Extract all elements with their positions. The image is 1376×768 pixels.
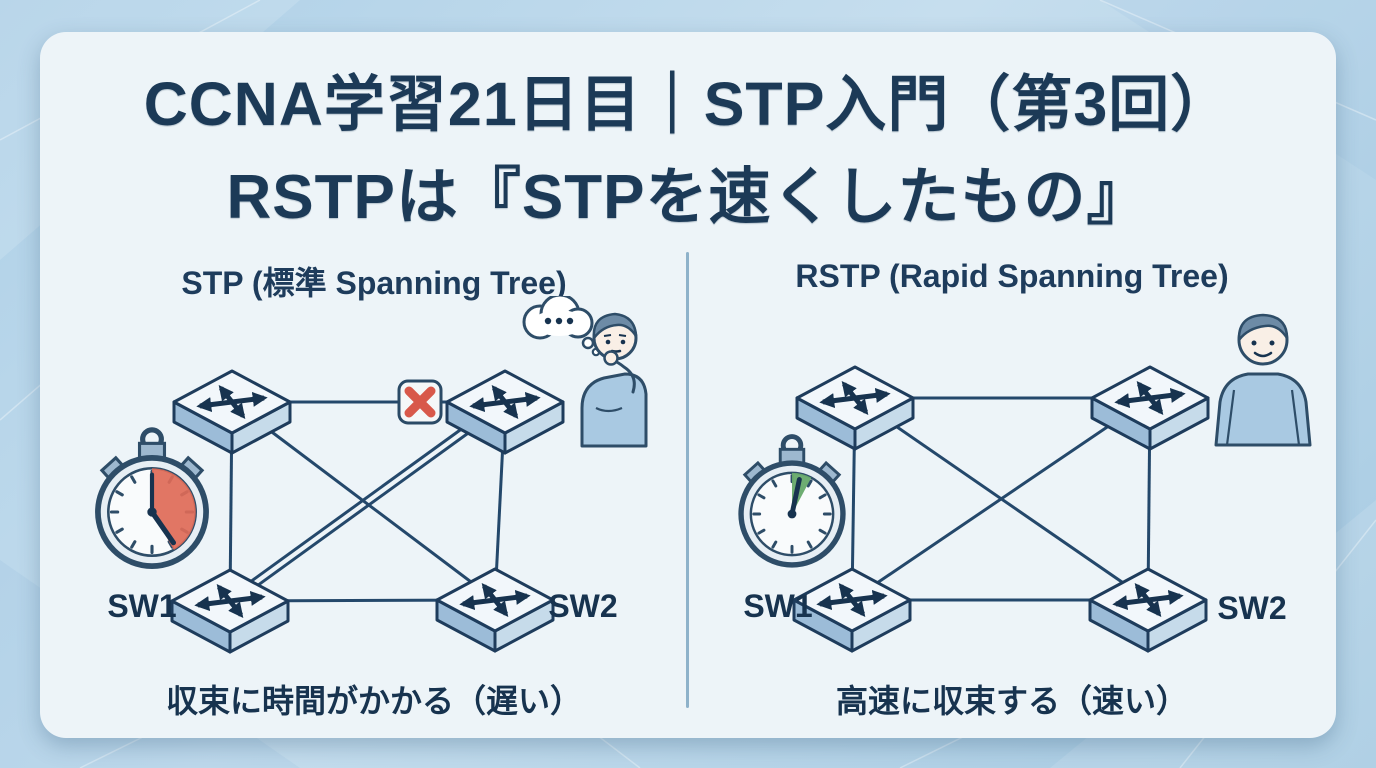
stp-panel-header: STP (標準 Spanning Tree) bbox=[181, 265, 567, 301]
stp-sw2-label: SW2 bbox=[548, 588, 618, 624]
stp-caption: 収束に時間がかかる（遅い） bbox=[165, 683, 582, 719]
switch-icon bbox=[447, 371, 563, 453]
rstp-sw1-label: SW1 bbox=[743, 588, 813, 624]
stp-sw1-label: SW1 bbox=[107, 588, 177, 624]
happy-person-icon bbox=[1214, 313, 1312, 447]
switch-icon bbox=[1092, 367, 1208, 449]
switch-icon bbox=[1090, 569, 1206, 651]
rstp-sw2-label: SW2 bbox=[1217, 590, 1287, 626]
panel-divider bbox=[686, 252, 689, 708]
stp-topology-diagram bbox=[60, 296, 648, 668]
page-title-line2: RSTPは『STPを速くしたもの』 bbox=[226, 163, 1150, 232]
rstp-topology-diagram bbox=[696, 313, 1312, 668]
stopwatch-green-icon bbox=[741, 437, 843, 565]
page-title-line1: CCNA学習21日目｜STP入門（第3回） bbox=[143, 70, 1233, 138]
switch-icon bbox=[797, 367, 913, 449]
red-x-icon bbox=[397, 379, 443, 425]
rstp-panel-header: RSTP (Rapid Spanning Tree) bbox=[795, 258, 1229, 294]
rstp-caption: 高速に収束する（速い） bbox=[835, 683, 1188, 719]
stopwatch-red-icon bbox=[98, 430, 206, 566]
switch-icon bbox=[174, 371, 290, 453]
